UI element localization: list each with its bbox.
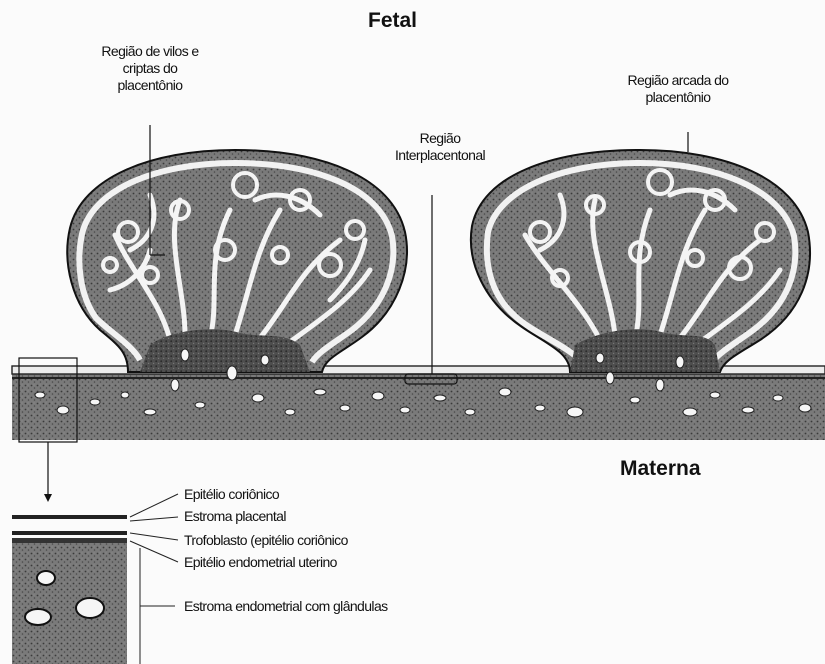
label-vilos-line1: Região de vilos e: [70, 43, 230, 60]
label-vilos-line2: criptas do: [70, 60, 230, 77]
legend-epitelio-endometrial: Epitélio endometrial uterino: [184, 554, 337, 571]
label-inter-line1: Região: [370, 130, 510, 147]
label-vilos-line3: placentônio: [70, 77, 230, 94]
legend-trofoblasto: Trofoblasto (epitélio coriônico: [184, 532, 348, 549]
arrow-down-icon: [44, 494, 52, 502]
materna-heading: Materna: [620, 460, 701, 477]
legend-epitelio-corionico: Epitélio coriônico: [184, 486, 279, 503]
maternal-stroma-band: [12, 366, 825, 440]
label-vilos-criptas: Região de vilos e criptas do placentônio: [70, 43, 230, 94]
label-inter-line2: Interplacentonal: [370, 147, 510, 164]
label-arcada-line1: Região arcada do: [598, 72, 758, 89]
label-interplacentonal: Região Interplacentonal: [370, 130, 510, 164]
inset-layers: [12, 515, 127, 664]
label-arcada: Região arcada do placentônio: [598, 72, 758, 106]
placentome-left: [67, 150, 407, 372]
legend-estroma-endometrial: Estroma endometrial com glândulas: [184, 598, 388, 615]
placentome-right: [471, 150, 810, 372]
fetal-heading: Fetal: [368, 12, 417, 29]
legend-estroma-placental: Estroma placental: [184, 508, 286, 525]
legend-pointers: [130, 494, 178, 664]
label-arcada-line2: placentônio: [598, 89, 758, 106]
